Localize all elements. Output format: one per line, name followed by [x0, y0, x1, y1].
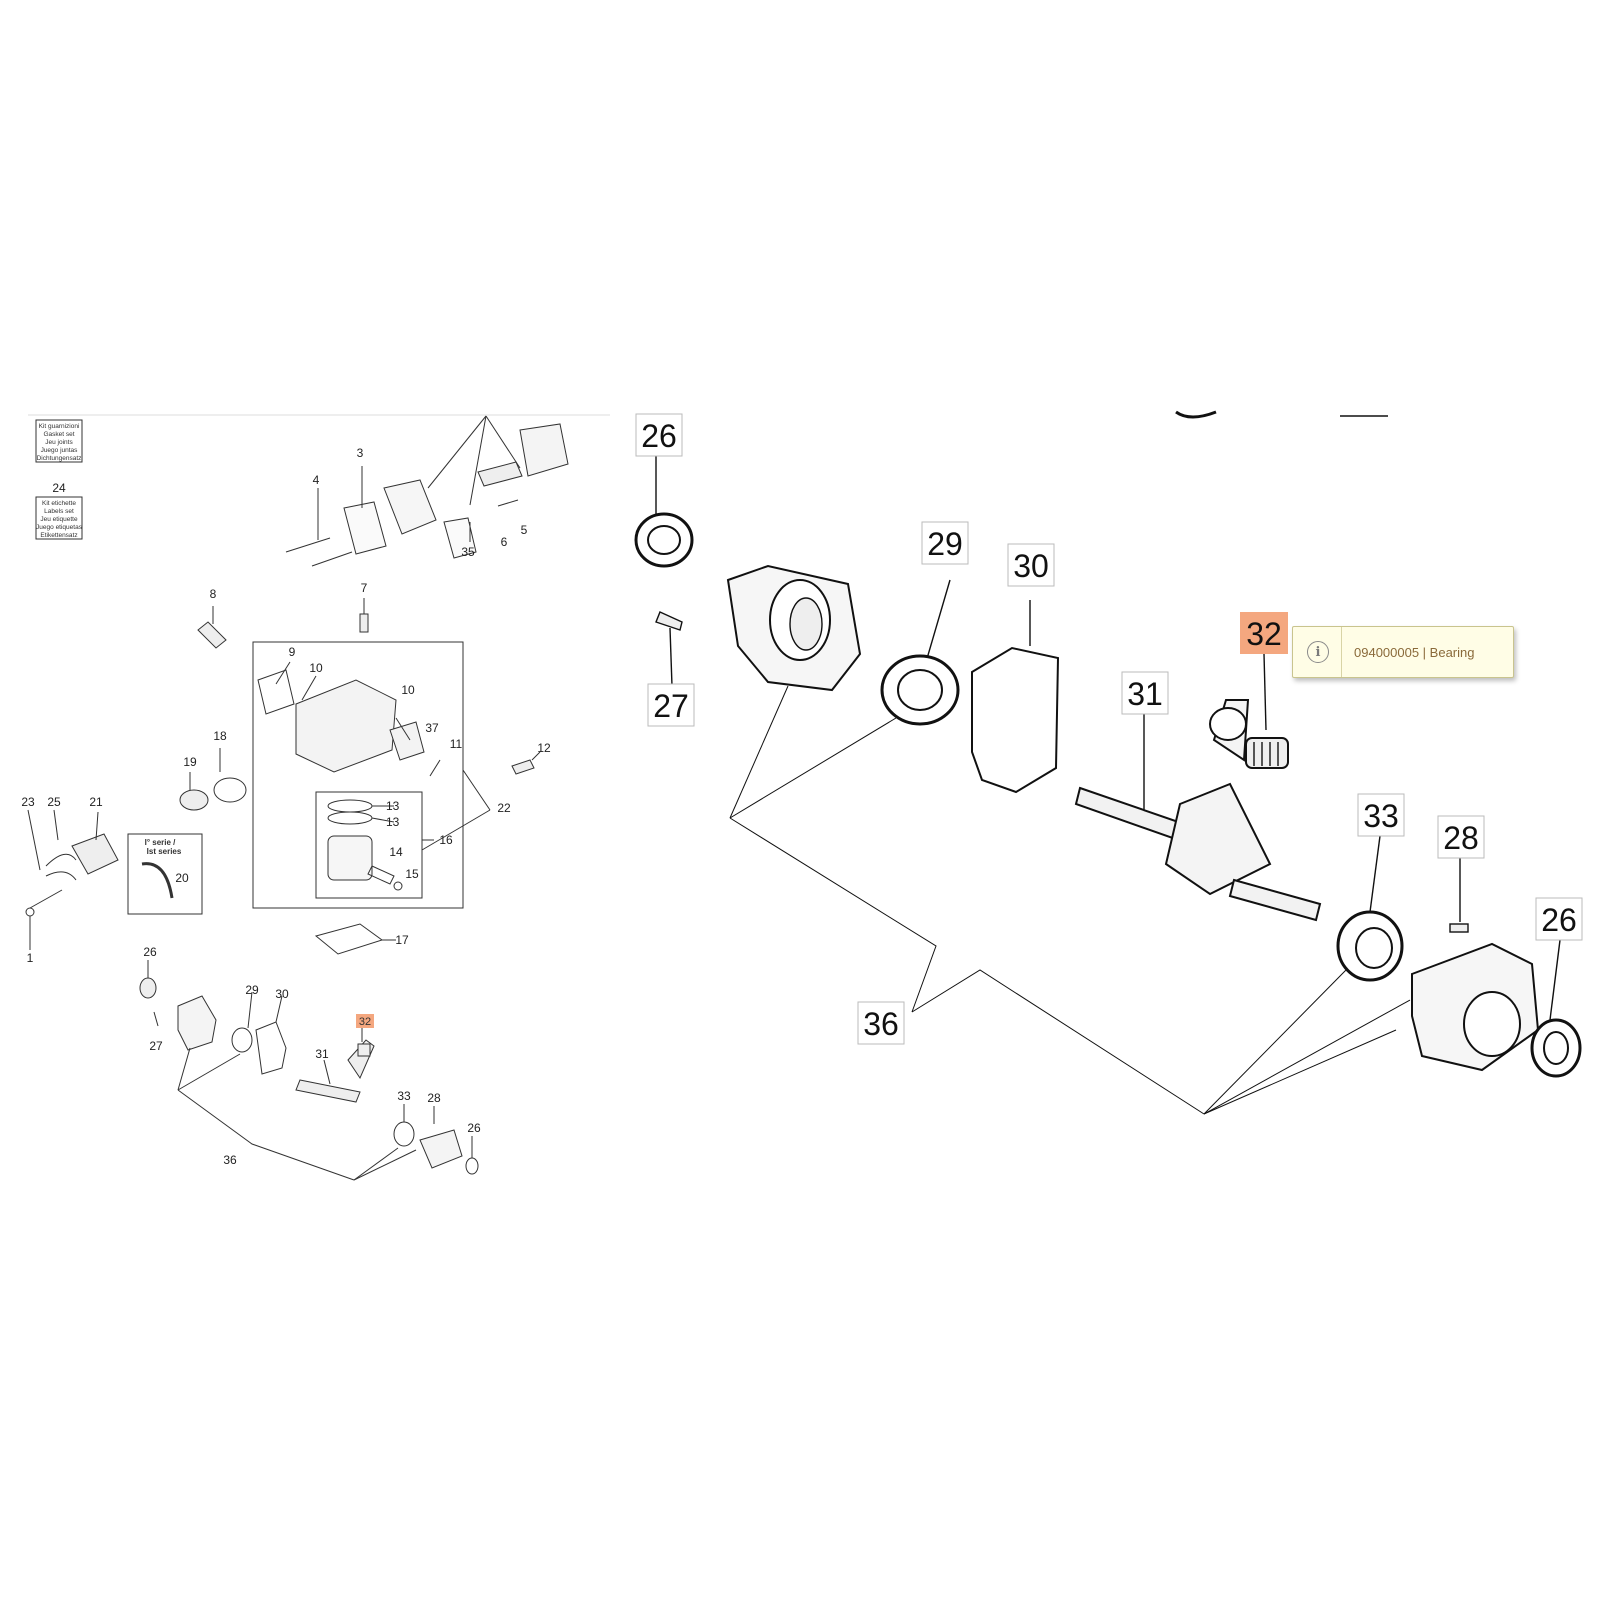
callout-26[interactable]: 26 — [467, 1121, 481, 1135]
callout-18[interactable]: 18 — [213, 729, 227, 743]
overview-diagram — [25, 414, 610, 1181]
callout-10[interactable]: 10 — [309, 661, 323, 675]
gasket-kit-line: Kit guarnizioni — [39, 423, 80, 430]
callout-13[interactable]: 13 — [386, 799, 400, 813]
overview-callouts: 3 4 35 6 5 7 8 9 10 10 37 11 12 18 19 13… — [21, 446, 551, 1167]
callout-1[interactable]: 1 — [27, 951, 34, 965]
callout-37[interactable]: 37 — [425, 721, 439, 735]
callout-33[interactable]: 33 — [397, 1089, 411, 1103]
callout-5[interactable]: 5 — [521, 523, 528, 537]
labels-kit-line: Etikettensatz — [40, 532, 77, 539]
series-note-line: I° serie / — [145, 838, 177, 847]
callout-30-large[interactable]: 30 — [1013, 548, 1049, 584]
callout-27[interactable]: 27 — [149, 1039, 163, 1053]
screw-part-27 — [655, 611, 683, 631]
gasket-kit-line: Juego juntas — [41, 447, 79, 454]
callout-15[interactable]: 15 — [405, 867, 419, 881]
callout-32-large[interactable]: 32 — [1246, 616, 1282, 652]
callout-33-large[interactable]: 33 — [1363, 798, 1399, 834]
intake-part — [179, 789, 209, 811]
tooltip-text: 094000005 | Bearing — [1354, 644, 1475, 660]
info-icon: i — [1307, 641, 1329, 663]
callout-9[interactable]: 9 — [289, 645, 296, 659]
gasket-kit-line: Dichtungensatz — [37, 455, 82, 462]
muffler-cover-part — [519, 423, 569, 477]
cylinder-gasket-part — [314, 923, 384, 955]
callout-36[interactable]: 36 — [223, 1153, 237, 1167]
callout-8[interactable]: 8 — [210, 587, 217, 601]
callout-29-large[interactable]: 29 — [927, 526, 963, 562]
callout-25[interactable]: 25 — [47, 795, 61, 809]
highlight-box-32 — [1240, 612, 1288, 654]
callout-6[interactable]: 6 — [501, 535, 508, 549]
callout-24[interactable]: 24 — [52, 481, 66, 495]
callout-14[interactable]: 14 — [389, 845, 403, 859]
gasket-kit-line: Gasket set — [43, 431, 74, 438]
callout-26[interactable]: 26 — [143, 945, 157, 959]
spark-plug-part — [197, 621, 227, 649]
callout-4[interactable]: 4 — [313, 473, 320, 487]
callout-28[interactable]: 28 — [427, 1091, 441, 1105]
series-note: I° serie / Ist series — [145, 838, 182, 856]
muffler-part — [383, 479, 437, 535]
callout-11[interactable]: 11 — [450, 737, 463, 751]
callout-31-large[interactable]: 31 — [1127, 676, 1163, 712]
part-tooltip: i 094000005 | Bearing — [1292, 626, 1514, 678]
callout-28-large[interactable]: 28 — [1443, 820, 1479, 856]
crankcase-gasket-part-30 — [971, 646, 1060, 794]
gasket-kit-box — [35, 419, 83, 463]
callout-7[interactable]: 7 — [361, 581, 368, 595]
highlight-box-32-small — [356, 1014, 374, 1028]
callout-23[interactable]: 23 — [21, 795, 35, 809]
callout-20[interactable]: 20 — [175, 871, 189, 885]
callout-21[interactable]: 21 — [89, 795, 103, 809]
callout-27-large[interactable]: 27 — [653, 688, 689, 724]
labels-kit-line: Kit etichette — [42, 500, 76, 507]
gasket-kit-line: Jeu joints — [45, 439, 73, 446]
callout-10[interactable]: 10 — [401, 683, 415, 697]
tooltip-divider — [1341, 627, 1342, 677]
piston-group-frame — [315, 791, 423, 899]
piston-part — [327, 835, 373, 881]
detail-diagram — [634, 410, 1582, 1115]
labels-kit-line: Labels set — [44, 508, 74, 515]
callout-13[interactable]: 13 — [386, 815, 400, 829]
detail-label-boxes — [635, 413, 1583, 1045]
callout-26-large[interactable]: 26 — [641, 418, 677, 454]
callout-32-small[interactable]: 32 — [359, 1016, 371, 1028]
callout-12[interactable]: 12 — [537, 741, 551, 755]
callout-35[interactable]: 35 — [461, 545, 475, 559]
labels-kit-line: Juego etiquetas — [36, 524, 83, 531]
cylinder-part — [295, 679, 397, 773]
series-note-line: Ist series — [147, 847, 182, 856]
carburetor-part — [71, 833, 119, 875]
callout-30[interactable]: 30 — [275, 987, 289, 1001]
cylinder-group-frame — [252, 641, 464, 909]
gasket-kit-labels: Kit guarnizioni Gasket set Jeu joints Ju… — [36, 423, 83, 539]
callout-36-large[interactable]: 36 — [863, 1006, 899, 1042]
crankcase-right-part — [419, 1129, 463, 1169]
crankshaft-small-part — [295, 1079, 361, 1103]
labels-kit-line: Jeu etiquette — [40, 516, 78, 523]
series-note-frame — [127, 833, 203, 915]
callout-29[interactable]: 29 — [245, 983, 259, 997]
callout-31[interactable]: 31 — [315, 1047, 329, 1061]
needle-bearing-part-32 — [1245, 737, 1289, 769]
callout-26-large[interactable]: 26 — [1541, 902, 1577, 938]
callout-22[interactable]: 22 — [497, 801, 511, 815]
callout-3[interactable]: 3 — [357, 446, 364, 460]
crankcase-left-part — [177, 995, 217, 1051]
callout-16[interactable]: 16 — [439, 833, 453, 847]
detail-callouts: 26 27 29 30 31 33 28 26 36 32 — [641, 418, 1577, 1042]
callout-19[interactable]: 19 — [183, 755, 197, 769]
labels-kit-box — [35, 496, 83, 540]
callout-17[interactable]: 17 — [395, 933, 409, 947]
